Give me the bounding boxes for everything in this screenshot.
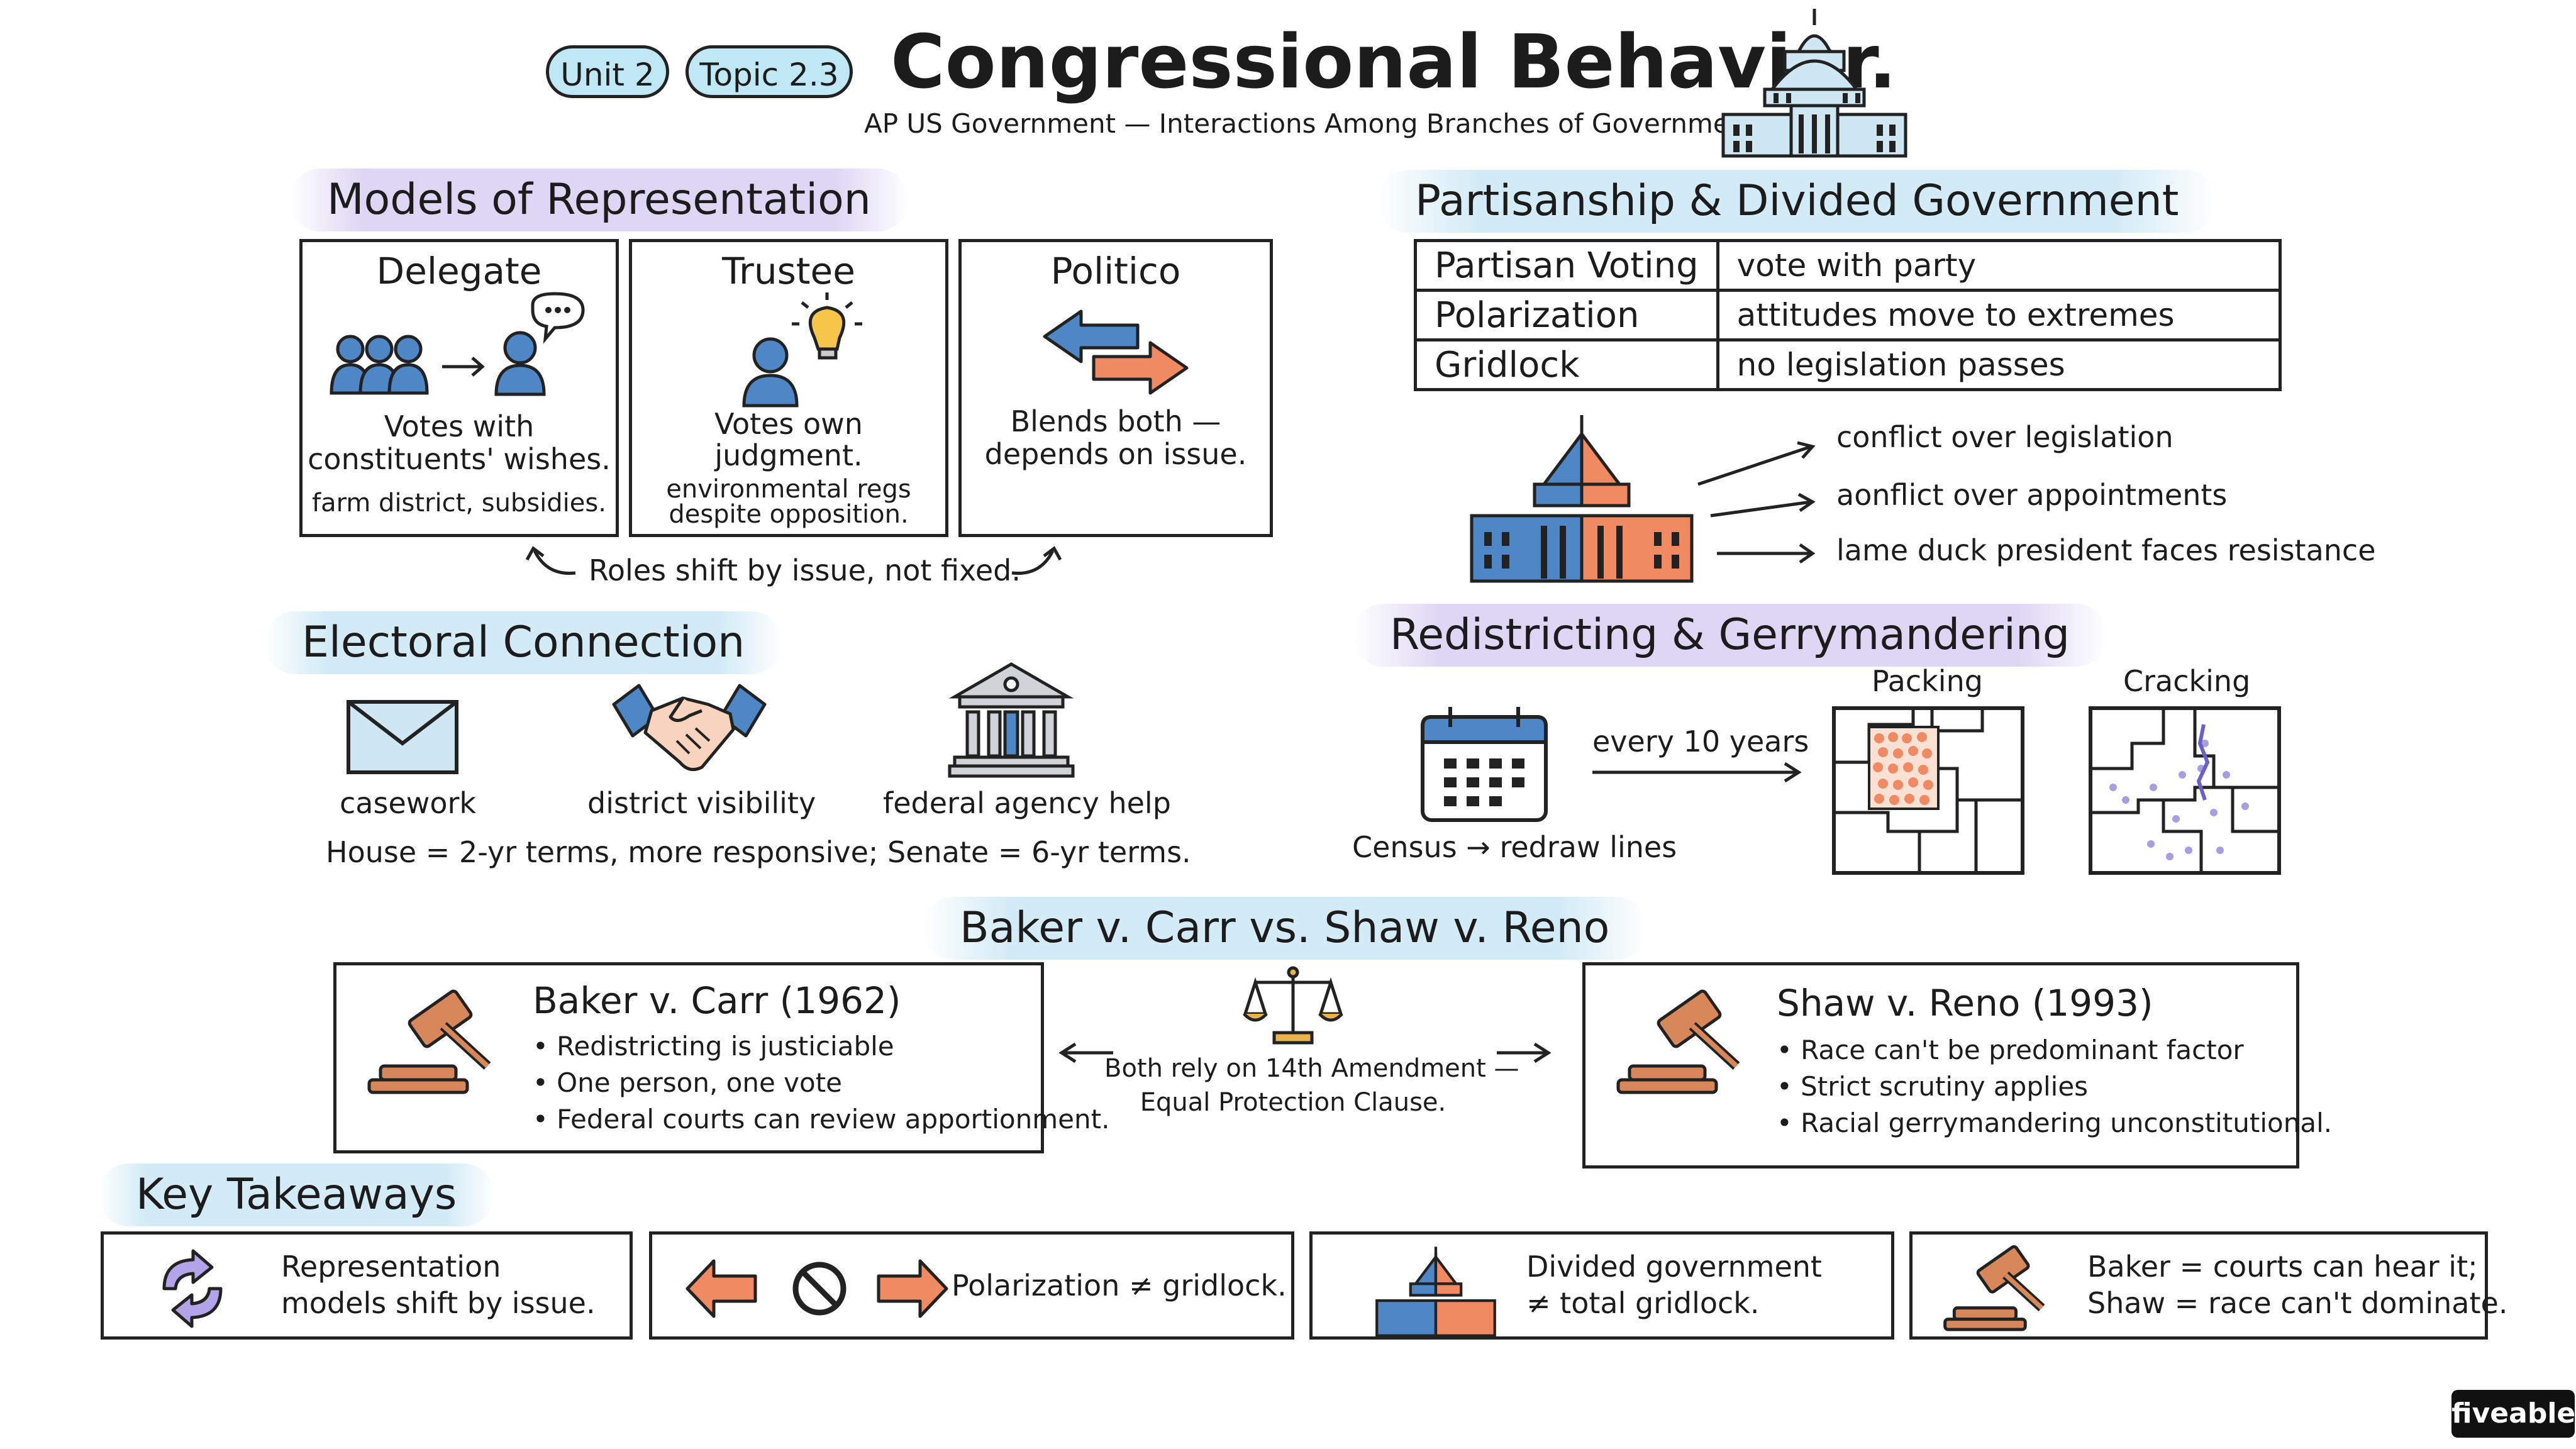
- politico-desc-1: Blends both —: [1010, 404, 1221, 438]
- definition-cell: attitudes move to extremes: [1716, 289, 2282, 341]
- arrows-no-icon: [686, 1259, 948, 1318]
- crowd-to-person-icon: [330, 292, 585, 396]
- partisanship-heading: Partisanship & Divided Government: [1377, 170, 2217, 233]
- redraw-arrow: [1592, 762, 1802, 783]
- term-cell: Polarization: [1414, 289, 1719, 341]
- table-row: Partisan Voting vote with party: [1414, 239, 2282, 292]
- gavel-icon: [1616, 989, 1740, 1094]
- politico-desc-2: depends on issue.: [984, 437, 1247, 471]
- shaw-card: Shaw v. Reno (1993) Race can't be predom…: [1582, 962, 2332, 1169]
- baker-bullets: Redistricting is justiciable One person,…: [533, 1028, 1109, 1138]
- packing-map: [1832, 706, 2024, 875]
- gavel-icon: [367, 989, 491, 1094]
- arrow-right-icon: [1497, 1042, 1552, 1063]
- takeaway-4-line2: Shaw = race can't dominate.: [2087, 1286, 2508, 1320]
- redistricting-heading: Redistricting & Gerrymandering: [1352, 604, 2108, 667]
- takeaway-4-line1: Baker = courts can hear it;: [2087, 1250, 2478, 1284]
- roles-note: Roles shift by issue, not fixed.: [589, 553, 1021, 587]
- effect-appointments: aonflict over appointments: [1836, 478, 2228, 512]
- split-capitol-icon: [1375, 1246, 1496, 1337]
- shaw-title: Shaw v. Reno (1993): [1777, 982, 2153, 1024]
- takeaway-card-2: Polarization ≠ gridlock.: [649, 1231, 1294, 1340]
- partisanship-table: Partisan Voting vote with party Polariza…: [1414, 239, 2282, 391]
- brand-logo: fiveable: [2451, 1390, 2575, 1438]
- terms-note: House = 2-yr terms, more responsive; Sen…: [326, 835, 1191, 869]
- baker-card: Baker v. Carr (1962) Redistricting is ju…: [333, 962, 1109, 1153]
- takeaway-2-line1: Polarization ≠ gridlock.: [952, 1269, 1287, 1302]
- models-heading: Models of Representation: [289, 169, 909, 231]
- trustee-example-2: despite opposition.: [669, 500, 909, 529]
- takeaway-3-line2: ≠ total gridlock.: [1526, 1286, 1760, 1320]
- capitol-icon: [1721, 9, 1907, 158]
- list-item: One person, one vote: [533, 1065, 1109, 1101]
- swap-arrows-icon: [1043, 309, 1189, 395]
- every-10-years-label: every 10 years: [1592, 724, 1809, 758]
- trustee-desc-1: Votes own: [714, 407, 863, 441]
- list-item: Redistricting is justiciable: [533, 1028, 1109, 1065]
- cases-center-1: Both rely on 14th Amendment —: [1104, 1054, 1519, 1083]
- arrow-left-icon: [1058, 1042, 1113, 1063]
- scales-icon: [1243, 966, 1343, 1045]
- cases-heading: Baker v. Carr vs. Shaw v. Reno: [922, 897, 1648, 960]
- table-row: Gridlock no legislation passes: [1414, 338, 2282, 391]
- census-caption: Census → redraw lines: [1352, 830, 1677, 864]
- electoral-heading: Electoral Connection: [264, 611, 783, 674]
- takeaway-card-4: Baker = courts can hear it; Shaw = race …: [1909, 1231, 2507, 1340]
- topic-pill: Topic 2.3: [686, 45, 853, 98]
- delegate-desc-1: Votes with: [384, 409, 535, 443]
- table-row: Polarization attitudes move to extremes: [1414, 289, 2282, 341]
- handshake-icon: [612, 684, 767, 772]
- delegate-card: Delegate Votes with constituents' wishes…: [299, 239, 619, 537]
- effect-lame-duck: lame duck president faces resistance: [1836, 533, 2376, 567]
- page-subtitle: AP US Government — Interactions Among Br…: [864, 108, 1765, 139]
- baker-title: Baker v. Carr (1962): [533, 979, 901, 1022]
- takeaway-card-3: Divided government ≠ total gridlock.: [1309, 1231, 1894, 1340]
- trustee-example-1: environmental regs: [666, 475, 911, 504]
- federal-agency-label: federal agency help: [883, 786, 1171, 820]
- definition-cell: vote with party: [1716, 239, 2282, 292]
- cycle-arrows-icon: [162, 1249, 223, 1328]
- definition-cell: no legislation passes: [1716, 338, 2282, 391]
- page-title: Congressional Behavior.: [891, 18, 1897, 105]
- calendar-icon: [1421, 707, 1548, 822]
- gavel-icon: [1943, 1245, 2045, 1331]
- list-item: Federal courts can review apportionment.: [533, 1101, 1109, 1138]
- envelope-icon: [347, 700, 458, 774]
- shaw-bullets: Race can't be predominant factor Strict …: [1777, 1032, 2332, 1141]
- takeaway-card-1: Representation models shift by issue.: [101, 1231, 633, 1340]
- person-lightbulb-icon: [742, 292, 862, 408]
- takeaway-1-line2: models shift by issue.: [281, 1286, 596, 1320]
- cases-center-2: Equal Protection Clause.: [1140, 1088, 1446, 1117]
- delegate-desc-2: constituents' wishes.: [308, 442, 611, 476]
- effect-arrows: [1697, 441, 1816, 564]
- takeaways-heading: Key Takeaways: [98, 1163, 495, 1226]
- unit-pill: Unit 2: [546, 45, 669, 98]
- trustee-card: Trustee Votes own judgment. environmenta…: [629, 239, 948, 537]
- takeaway-3-line1: Divided government: [1526, 1250, 1822, 1284]
- effect-legislation: conflict over legislation: [1836, 420, 2174, 454]
- curved-arrow-left-icon: [525, 546, 576, 575]
- district-visibility-label: district visibility: [587, 786, 816, 820]
- delegate-example: farm district, subsidies.: [312, 489, 606, 518]
- trustee-title: Trustee: [722, 250, 855, 292]
- term-cell: Gridlock: [1414, 338, 1719, 391]
- curved-arrow-right-icon: [1011, 546, 1062, 575]
- casework-label: casework: [340, 786, 477, 820]
- delegate-title: Delegate: [376, 250, 542, 292]
- politico-card: Politico Blends both — depends on issue.: [958, 239, 1273, 537]
- split-capitol-icon: [1470, 415, 1694, 583]
- cracking-map: [2089, 706, 2281, 875]
- list-item: Strict scrutiny applies: [1777, 1069, 2332, 1105]
- federal-building-icon: [948, 662, 1075, 778]
- packing-label: Packing: [1872, 664, 1983, 698]
- trustee-desc-2: judgment.: [714, 438, 863, 472]
- takeaway-1-line1: Representation: [281, 1250, 501, 1284]
- list-item: Racial gerrymandering unconstitutional.: [1777, 1105, 2332, 1141]
- cracking-label: Cracking: [2123, 664, 2251, 698]
- politico-title: Politico: [1050, 250, 1181, 292]
- list-item: Race can't be predominant factor: [1777, 1032, 2332, 1069]
- term-cell: Partisan Voting: [1414, 239, 1719, 292]
